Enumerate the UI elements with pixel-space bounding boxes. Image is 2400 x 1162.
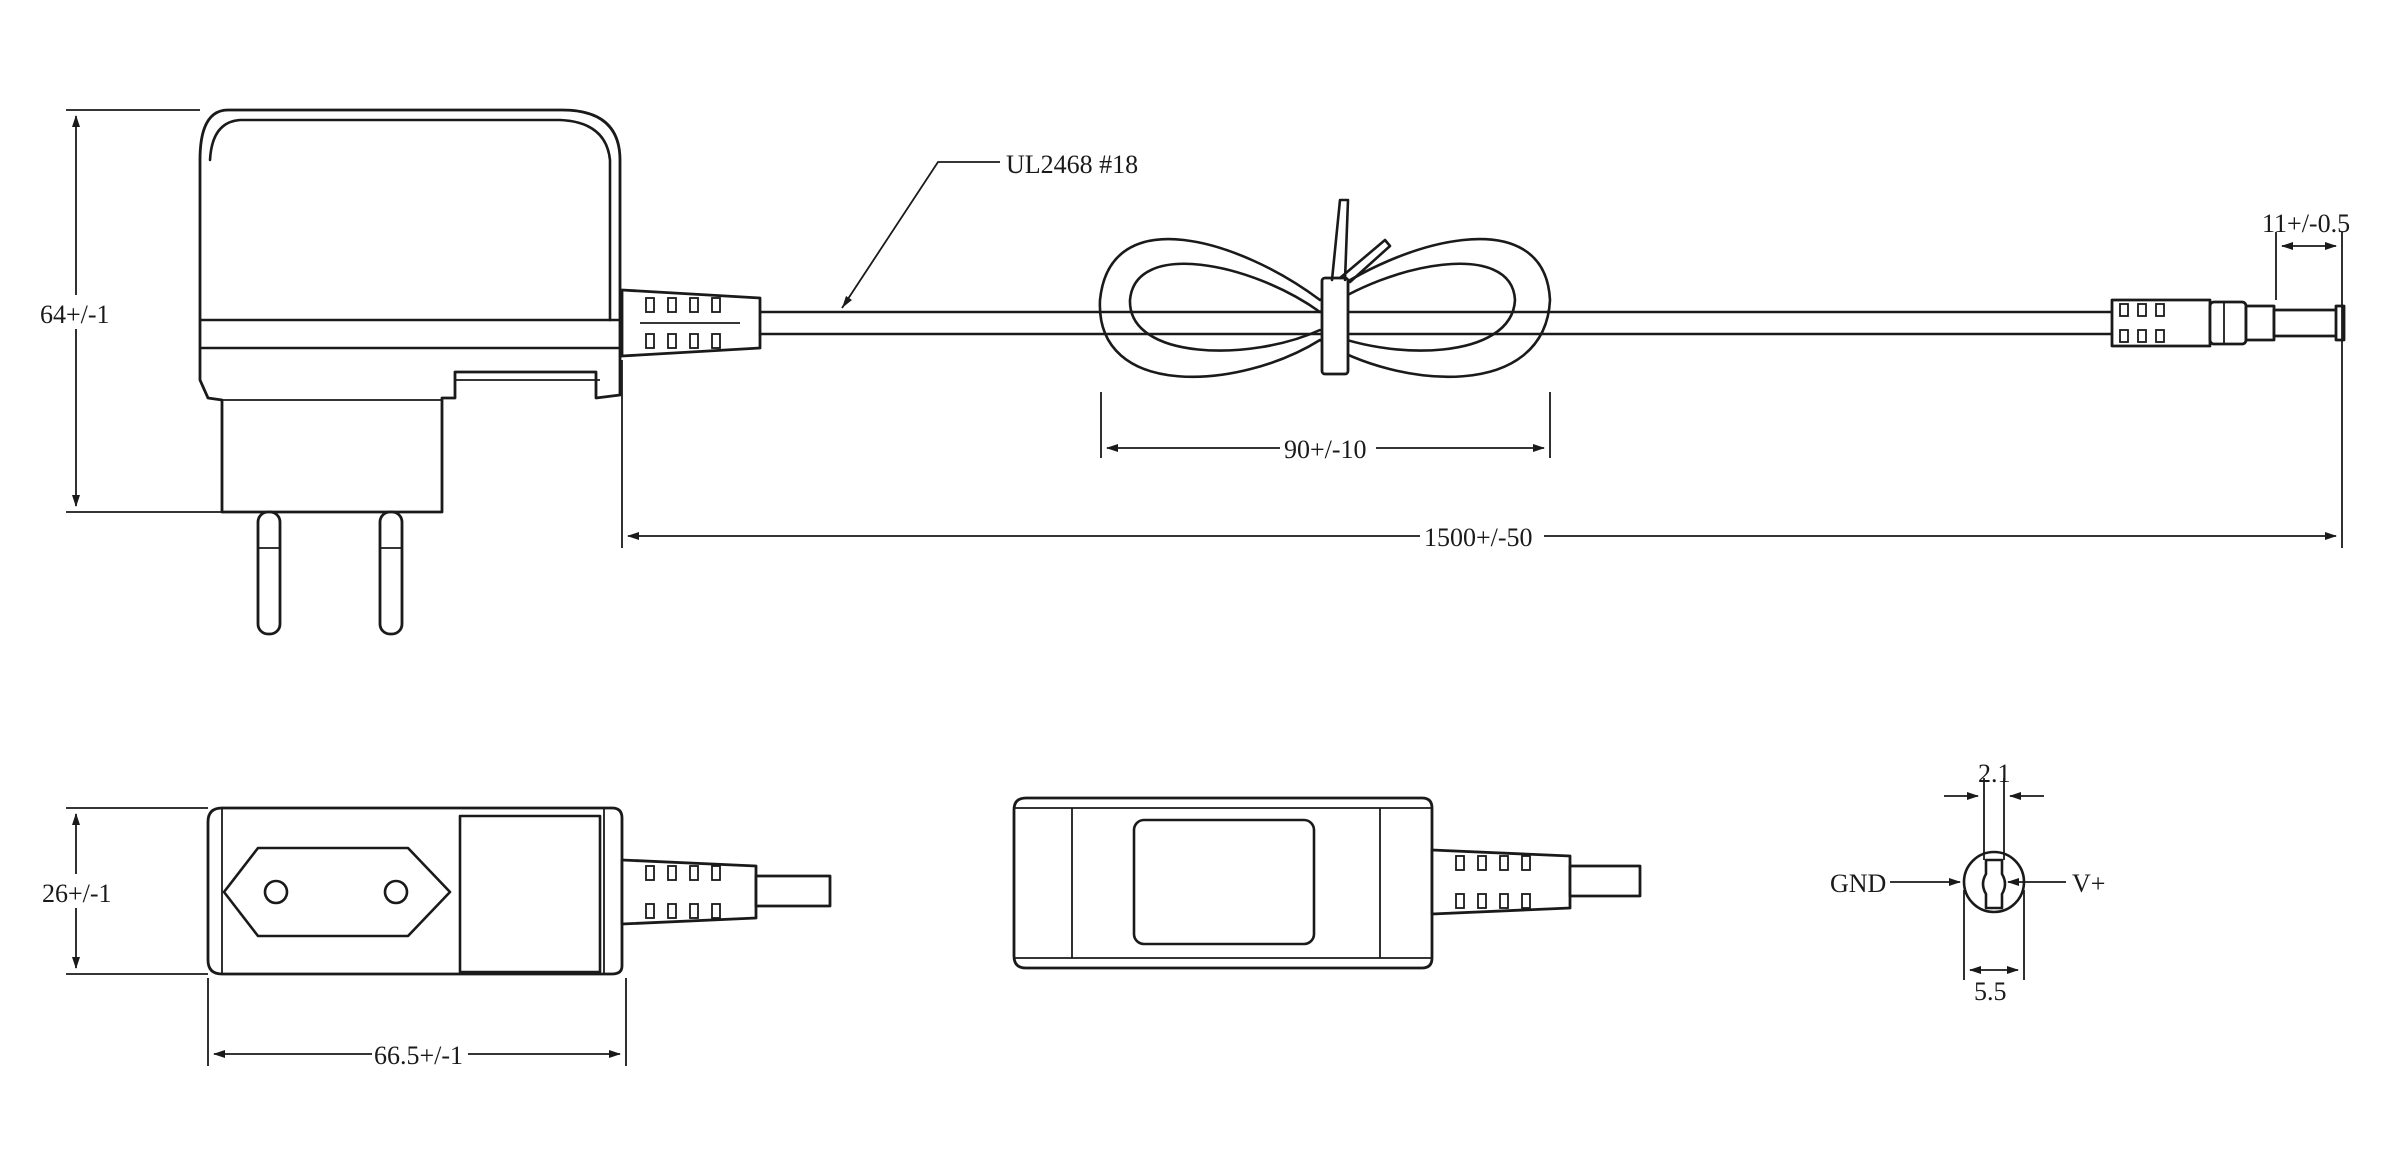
dim-cable-length: 1500+/-50 (621, 232, 2343, 552)
adapter-side-view (198, 108, 762, 636)
cable-length-label: 1500+/-50 (1424, 523, 1533, 552)
label-area (1132, 818, 1316, 946)
vplus-label: V+ (2072, 869, 2105, 898)
bundle-length-label: 90+/-10 (1284, 435, 1367, 464)
strain-relief (620, 288, 762, 358)
plug-length-label: 11+/-0.5 (2262, 209, 2350, 238)
dim-depth: 66.5+/-1 (207, 978, 627, 1070)
dc-plug-face: 2.1 5.5 GND V+ (1830, 759, 2105, 1006)
adapter-front-view (206, 806, 832, 976)
cable-tie (1320, 198, 1392, 376)
adapter-back-view (1012, 796, 1642, 970)
dc-plug (2110, 298, 2346, 348)
dim-height: 64+/-1 (38, 109, 222, 513)
cable (758, 310, 2114, 336)
width-label: 26+/-1 (42, 879, 112, 908)
gnd-label: GND (1830, 869, 1886, 898)
dim-width: 26+/-1 (40, 807, 208, 975)
cable-spec-leader: UL2468 #18 (841, 150, 1138, 309)
euro-socket-outline (222, 846, 452, 938)
pin-inner-label: 2.1 (1978, 759, 2011, 788)
dim-plug-length: 11+/-0.5 (2262, 209, 2350, 300)
plug-pin-right (378, 510, 404, 636)
plug-pin-left (256, 510, 282, 636)
back-strain-relief (1430, 848, 1642, 916)
cable-bundle (1098, 198, 1552, 378)
height-label: 64+/-1 (40, 300, 110, 329)
front-strain-relief (620, 858, 832, 926)
pin-outer-label: 5.5 (1974, 977, 2007, 1006)
depth-label: 66.5+/-1 (374, 1041, 463, 1070)
cable-spec-label: UL2468 #18 (1006, 150, 1138, 179)
dim-bundle: 90+/-10 (1100, 392, 1551, 464)
